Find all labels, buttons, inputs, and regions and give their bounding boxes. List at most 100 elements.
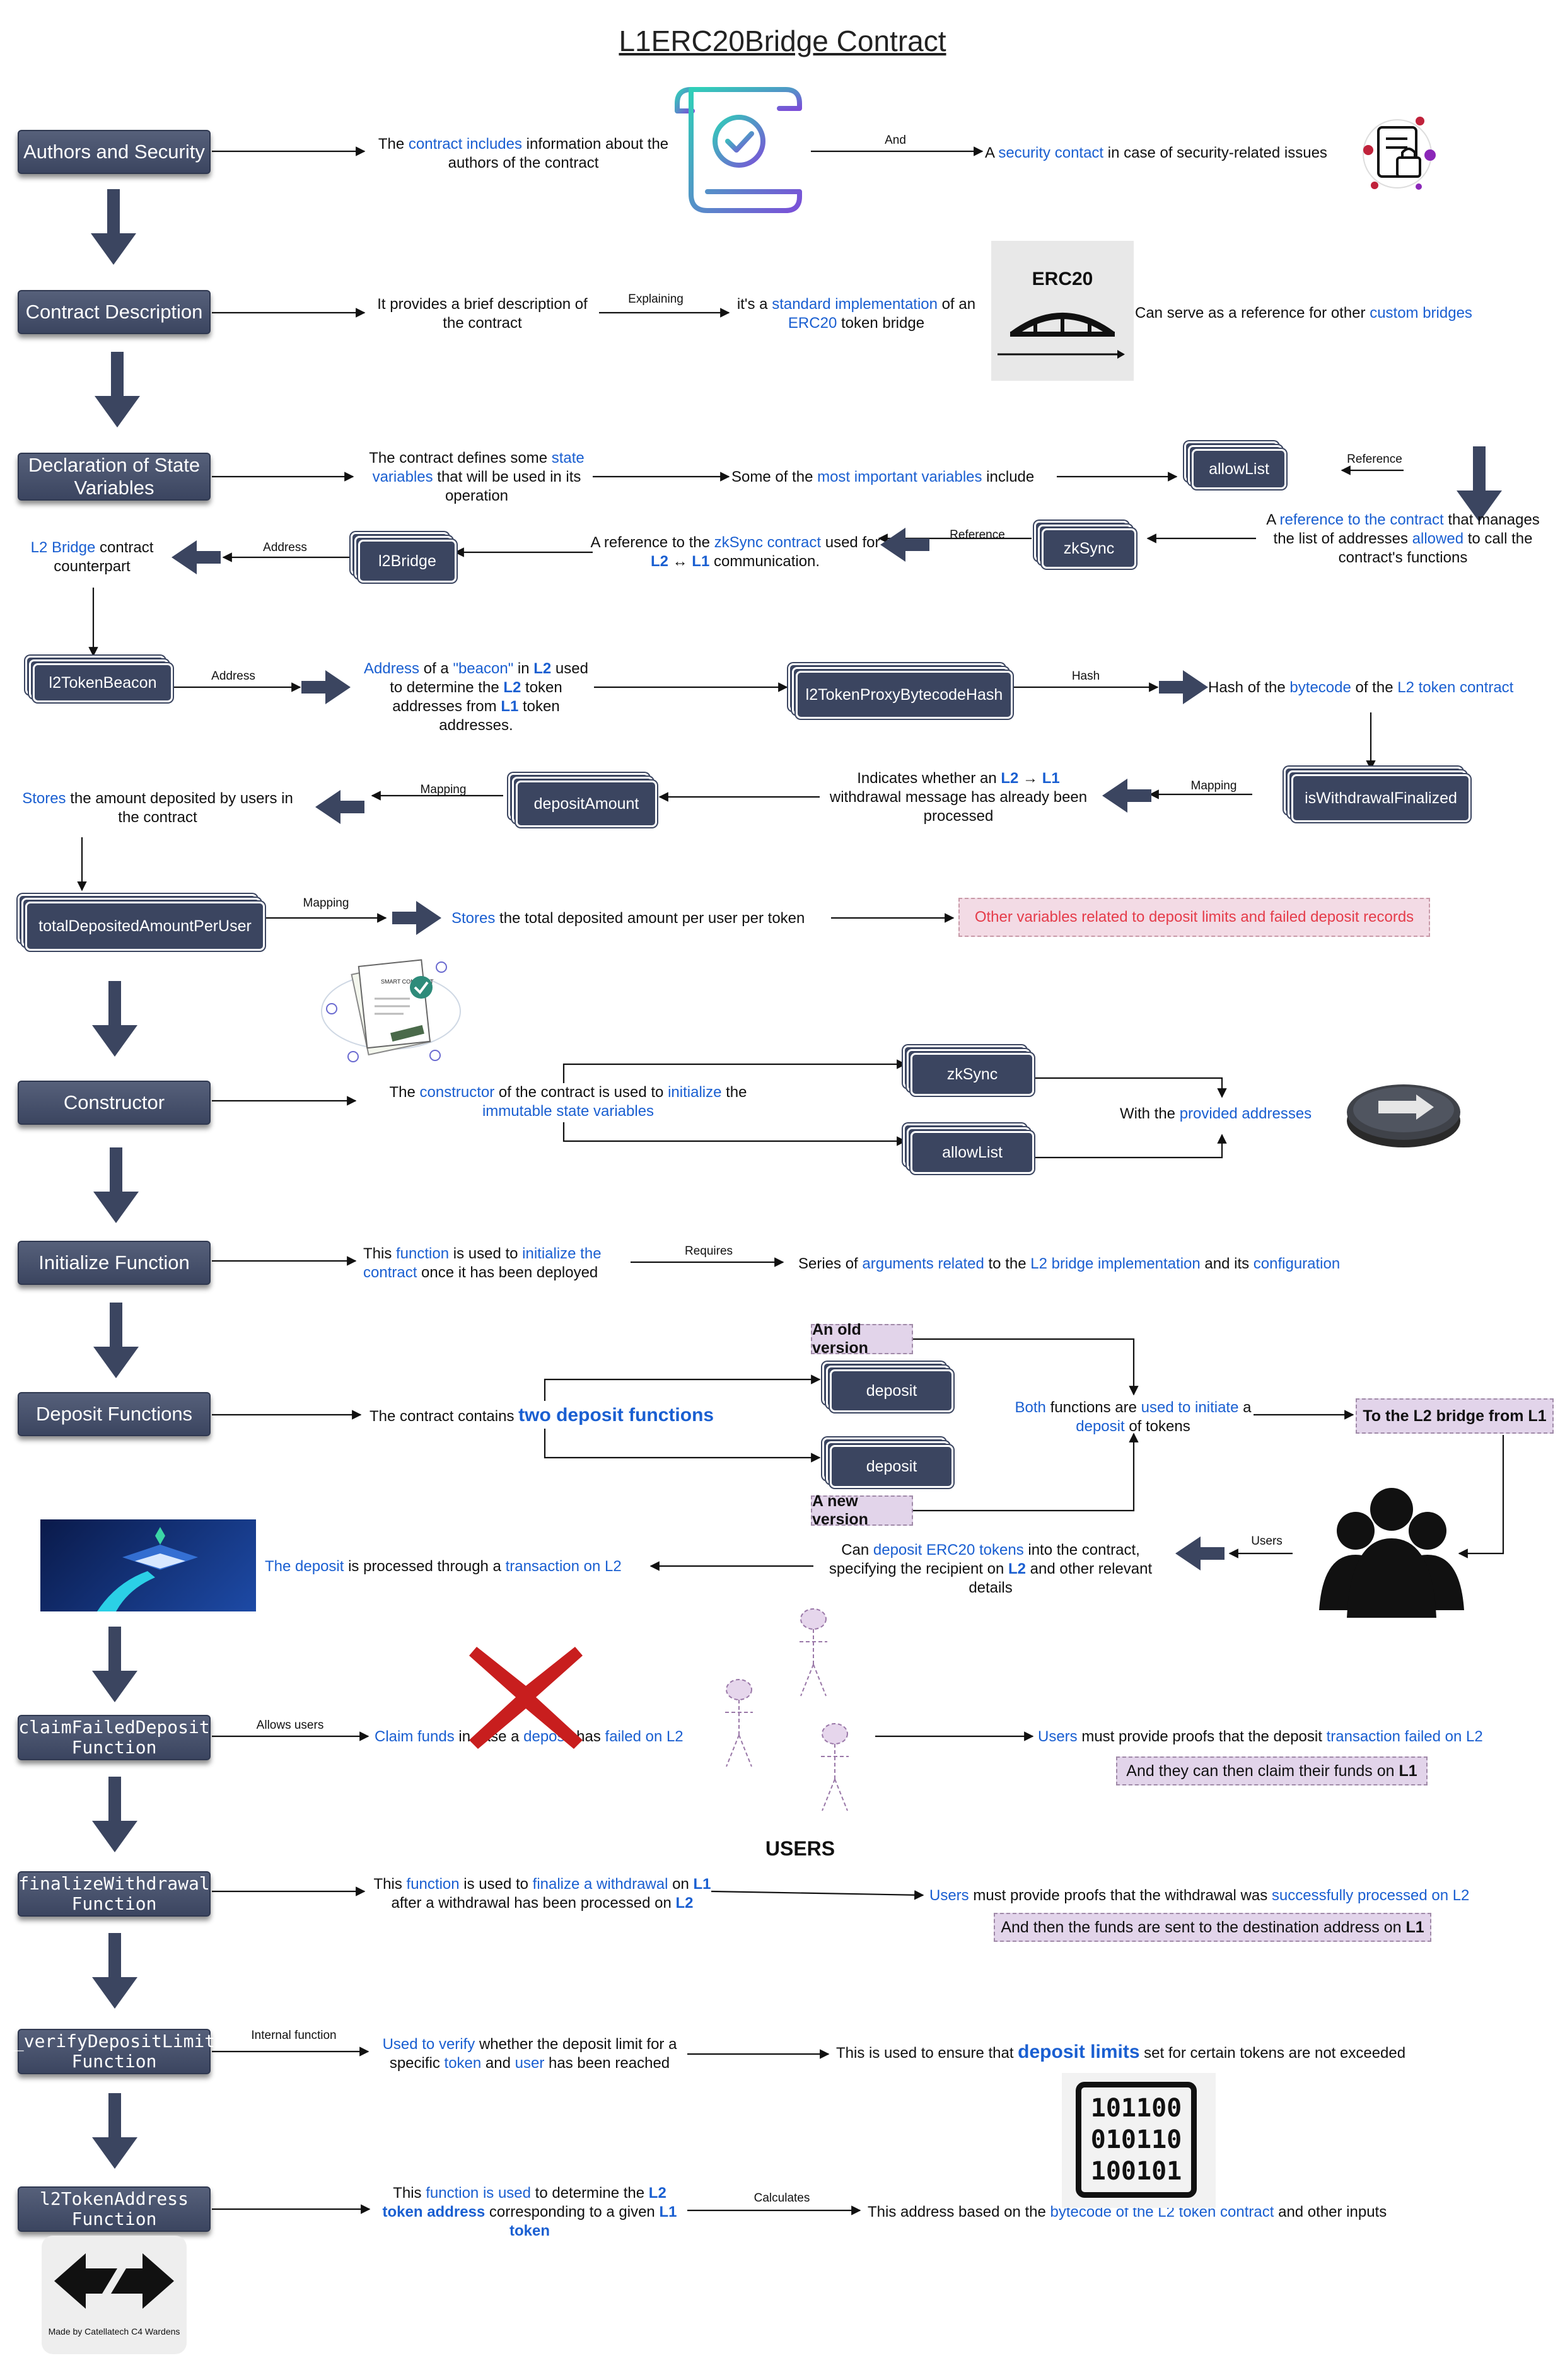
text-deposit-erc20: Can deposit ERC20 tokens into the contra… bbox=[829, 1541, 1153, 1596]
edge-label-address-1: Address bbox=[263, 541, 307, 554]
note-finalize-funds-text: And then the funds are sent to the desti… bbox=[1001, 1918, 1402, 1936]
text-withdrawal-processed: Indicates whether an L2 → L1 withdrawal … bbox=[829, 770, 1088, 825]
edge-label-internal-function: Internal function bbox=[251, 2029, 337, 2042]
section-initialize-function: Initialize Function bbox=[18, 1241, 211, 1285]
edge-label-explaining: Explaining bbox=[628, 293, 684, 306]
text-series-of-arguments: Series of arguments related to the L2 br… bbox=[798, 1255, 1341, 1272]
binary-line-1: 101100 bbox=[1090, 2094, 1182, 2123]
node-l2bridge-label: l2Bridge bbox=[358, 540, 457, 583]
text-allowlist-reference: A reference to the contract that manages… bbox=[1266, 511, 1540, 566]
node-totaldepositedamountperuser-label: totalDepositedAmountPerUser bbox=[25, 902, 265, 951]
text-finalize-proofs: Users must provide proofs that the withd… bbox=[929, 1887, 1470, 1904]
text-claim-funds: Claim funds in case a deposit has failed… bbox=[375, 1728, 684, 1745]
text-initialize: This function is used to initialize the … bbox=[363, 1245, 602, 1281]
note-claim-funds-l1: L1 bbox=[1399, 1762, 1417, 1780]
erc20-bridge-image: ERC20 bbox=[991, 241, 1134, 381]
node-totaldepositedamountperuser: totalDepositedAmountPerUser bbox=[18, 894, 267, 953]
text-security-contact: A security contact in case of security-r… bbox=[985, 144, 1327, 161]
node-l2tokenproxybytecodehash: l2TokenProxyBytecodeHash bbox=[788, 663, 1015, 721]
node-constructor-allowlist-label: allowList bbox=[910, 1131, 1034, 1174]
text-bytecode-hash: Hash of the bytecode of the L2 token con… bbox=[1208, 679, 1514, 696]
node-depositamount-label: depositAmount bbox=[516, 781, 657, 827]
note-claim-funds: And they can then claim their funds on L… bbox=[1116, 1756, 1428, 1785]
node-depositamount: depositAmount bbox=[508, 773, 660, 830]
edge-label-requires: Requires bbox=[684, 1245, 733, 1258]
certificate-scroll-icon bbox=[675, 87, 802, 213]
edge-label-reference-2: Reference bbox=[950, 528, 1005, 542]
text-l2-token-address: This function is used to determine the L… bbox=[382, 2185, 677, 2239]
node-allowlist: allowList bbox=[1184, 441, 1289, 491]
maker-logo: Made by Catellatech C4 Wardens bbox=[42, 2236, 187, 2354]
section-verify-deposit-limit: _verifyDepositLimit Function bbox=[13, 2029, 215, 2074]
note-new-version: A new version bbox=[811, 1492, 913, 1528]
section-finalize-withdrawal: finalizeWithdrawal Function bbox=[18, 1871, 211, 1917]
section-constructor: Constructor bbox=[18, 1081, 211, 1125]
binary-code-icon: 101100 010110 100101 bbox=[1076, 2082, 1197, 2198]
binary-line-3: 100101 bbox=[1090, 2157, 1182, 2186]
node-iswithdrawalfinalized-label: isWithdrawalFinalized bbox=[1291, 774, 1470, 822]
text-claim-proofs: Users must provide proofs that the depos… bbox=[1038, 1728, 1483, 1745]
section-l2-token-address: l2TokenAddress Function bbox=[18, 2186, 211, 2232]
text-standard-implementation: it's a standard implementation of an ERC… bbox=[736, 296, 976, 332]
node-constructor-allowlist: allowList bbox=[903, 1123, 1035, 1176]
text-amount-deposited: Stores the amount deposited by users in … bbox=[22, 790, 293, 826]
users-group-icon bbox=[1319, 1488, 1464, 1618]
text-constructor: The constructor of the contract is used … bbox=[389, 1084, 747, 1120]
node-constructor-zksync: zkSync bbox=[903, 1045, 1035, 1098]
edge-label-allows-users: Allows users bbox=[256, 1719, 324, 1732]
node-zksync: zkSync bbox=[1034, 521, 1141, 570]
red-cross-icon bbox=[469, 1647, 583, 1749]
section-authors-security: Authors and Security bbox=[18, 130, 211, 174]
blockchain-hand-icon bbox=[97, 1527, 198, 1611]
edge-label-mapping-3: Mapping bbox=[303, 897, 349, 910]
note-finalize-funds-l1: L1 bbox=[1405, 1918, 1424, 1936]
node-l2tokenbeacon: l2TokenBeacon bbox=[25, 656, 177, 704]
double-arrow-logo-icon bbox=[54, 2253, 174, 2309]
smart-contract-image: SMART CONTRACT bbox=[321, 959, 461, 1062]
note-old-version: An old version bbox=[811, 1321, 913, 1357]
section-claim-failed-deposit: claimFailedDeposit Function bbox=[18, 1715, 211, 1760]
section-contract-description: Contract Description bbox=[18, 290, 211, 334]
node-l2tokenbeacon-label: l2TokenBeacon bbox=[33, 663, 173, 702]
note-claim-funds-text: And they can then claim their funds on bbox=[1126, 1762, 1395, 1780]
text-brief-description: It provides a brief description of the c… bbox=[377, 296, 588, 332]
made-by-caption: Made by Catellatech C4 Wardens bbox=[48, 2326, 180, 2336]
edge-label-users: Users bbox=[1251, 1535, 1283, 1548]
text-deposit-limits: This is used to ensure that deposit limi… bbox=[836, 2041, 1406, 2062]
section-deposit-functions: Deposit Functions bbox=[18, 1392, 211, 1436]
text-provided-addresses: With the provided addresses bbox=[1120, 1105, 1312, 1122]
node-l2tokenproxybytecodehash-label: l2TokenProxyBytecodeHash bbox=[796, 671, 1013, 719]
text-verify-deposit-limit: Used to verify whether the deposit limit… bbox=[382, 2036, 677, 2072]
edge-label-hash: Hash bbox=[1071, 670, 1100, 683]
text-both-functions: Both functions are used to initiate a de… bbox=[1015, 1399, 1252, 1435]
node-zksync-label: zkSync bbox=[1042, 528, 1136, 569]
node-deposit-new-label: deposit bbox=[830, 1445, 953, 1488]
section-state-variables: Declaration of State Variables bbox=[18, 453, 211, 501]
text-important-variables: Some of the most important variables inc… bbox=[731, 468, 1035, 485]
text-authors-info: The contract includes information about … bbox=[378, 136, 669, 171]
note-other-variables: Other variables related to deposit limit… bbox=[958, 898, 1430, 937]
deposit-transaction-image bbox=[40, 1519, 256, 1611]
text-deposit-processed: The deposit is processed through a trans… bbox=[265, 1558, 622, 1575]
page-title: L1ERC20Bridge Contract bbox=[619, 25, 946, 57]
note-to-l2-bridge: To the L2 bridge from L1 bbox=[1356, 1398, 1554, 1434]
text-two-deposit-functions: The contract contains two deposit functi… bbox=[369, 1405, 714, 1425]
node-deposit-old: deposit bbox=[822, 1362, 955, 1415]
edge-label-and: And bbox=[885, 134, 906, 147]
node-deposit-new: deposit bbox=[822, 1437, 955, 1490]
edge-label-mapping-1: Mapping bbox=[1190, 779, 1237, 792]
text-total-deposited: Stores the total deposited amount per us… bbox=[451, 910, 805, 927]
text-finalize-withdrawal: This function is used to finalize a with… bbox=[373, 1876, 711, 1912]
users-caption: USERS bbox=[765, 1837, 835, 1860]
text-zksync-reference: A reference to the zkSync contract used … bbox=[590, 534, 880, 570]
bridge-icon bbox=[998, 313, 1125, 359]
edge-label-address-2: Address bbox=[211, 670, 255, 683]
edge-label-mapping-2: Mapping bbox=[420, 783, 467, 796]
erc20-label: ERC20 bbox=[1032, 269, 1093, 289]
address-button-icon bbox=[1347, 1084, 1460, 1147]
smart-contract-caption: SMART CONTRACT bbox=[381, 978, 434, 985]
node-l2bridge: l2Bridge bbox=[351, 532, 462, 585]
text-beacon-address: Address of a "beacon" in L2 used to dete… bbox=[364, 660, 588, 734]
text-state-variables: The contract defines some state variable… bbox=[369, 450, 585, 504]
